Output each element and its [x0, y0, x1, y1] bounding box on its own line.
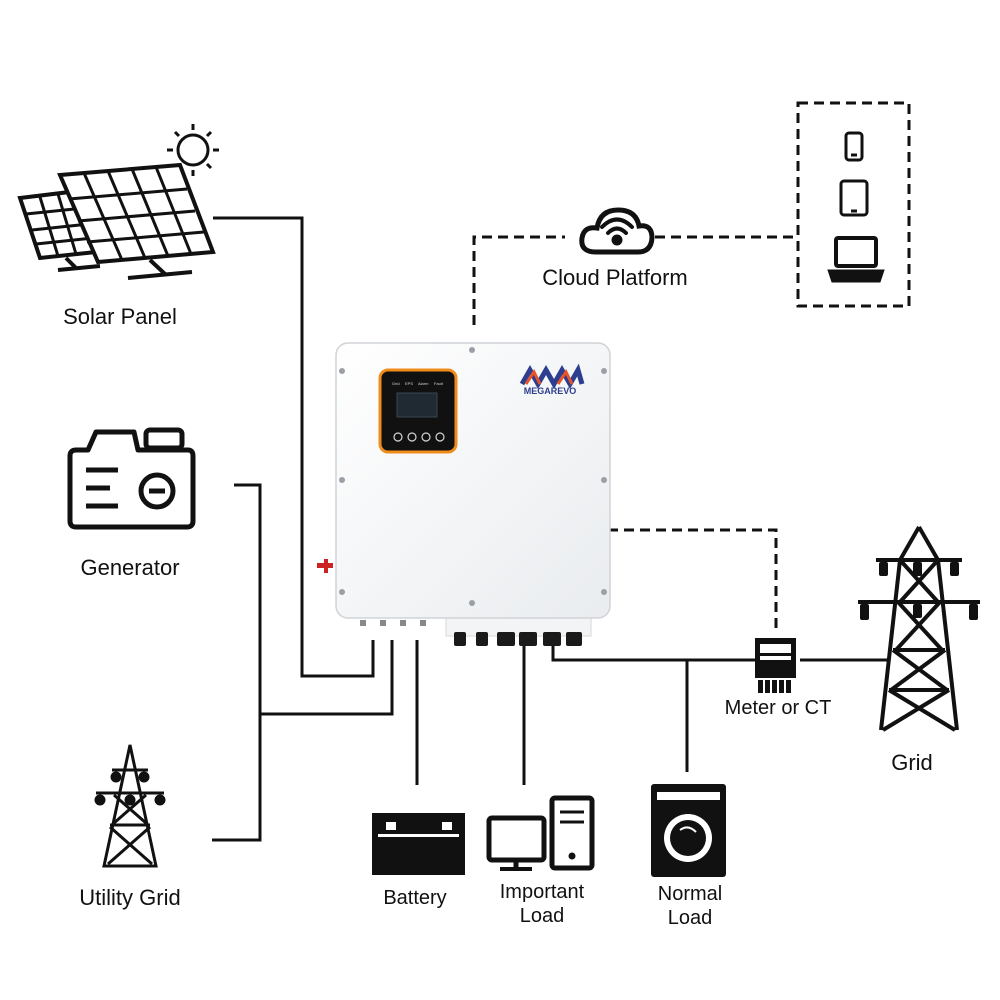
important-load-label-line2: Load — [519, 905, 565, 927]
grid-tower-icon — [858, 526, 980, 732]
utility-grid-tower-icon — [94, 744, 166, 868]
cloud-to-inverter-line — [472, 235, 565, 325]
sun-icon — [167, 124, 219, 176]
devices-box — [796, 101, 911, 308]
cloud-icon — [579, 207, 655, 255]
important-load-label: Important Load — [482, 880, 602, 928]
normal-load-label-line2: Load — [667, 907, 713, 929]
ground-terminal — [317, 559, 333, 573]
tablet-icon — [839, 179, 869, 217]
megarevo-logo: MEGAREVO — [519, 363, 585, 396]
display-buttons[interactable] — [393, 432, 445, 442]
important-load-label-line1: Important — [499, 881, 585, 903]
battery-icon — [372, 813, 465, 875]
normal-load-label-line1: Normal — [657, 883, 723, 905]
phone-icon — [844, 131, 864, 162]
connection-lines — [212, 216, 888, 842]
solar-line — [213, 216, 375, 678]
generator-icon — [67, 427, 196, 530]
connectors — [454, 632, 582, 646]
laptop-icon — [827, 236, 885, 283]
brand-name: MEGAREVO — [524, 386, 577, 396]
utility-grid-line — [212, 714, 262, 842]
indicator-grid: Grid — [392, 381, 400, 386]
solar-panel-label: Solar Panel — [63, 304, 177, 329]
inverter-to-meter-line — [592, 528, 778, 630]
meter-icon — [755, 638, 796, 693]
generator-label: Generator — [80, 555, 180, 580]
dashed-lines — [472, 101, 911, 630]
cloud-platform-label: Cloud Platform — [542, 265, 688, 290]
battery-label: Battery — [383, 887, 447, 909]
normal-load-label: Normal Load — [635, 882, 745, 930]
solar-panel-icon — [17, 124, 219, 280]
meter-label: Meter or CT — [724, 697, 832, 719]
indicator-eps: EPS — [405, 381, 413, 386]
utility-grid-label: Utility Grid — [79, 885, 181, 910]
inverter-screen — [396, 392, 438, 418]
indicator-fault: Fault — [434, 381, 444, 386]
computer-icon — [486, 795, 595, 871]
indicator-alarm: Alarm — [418, 381, 429, 386]
grid-label: Grid — [891, 750, 933, 775]
washing-machine-icon — [651, 784, 726, 877]
inverter: Grid EPS Alarm Fault MEGAREVO — [317, 342, 611, 646]
grid-output-line — [551, 645, 756, 662]
